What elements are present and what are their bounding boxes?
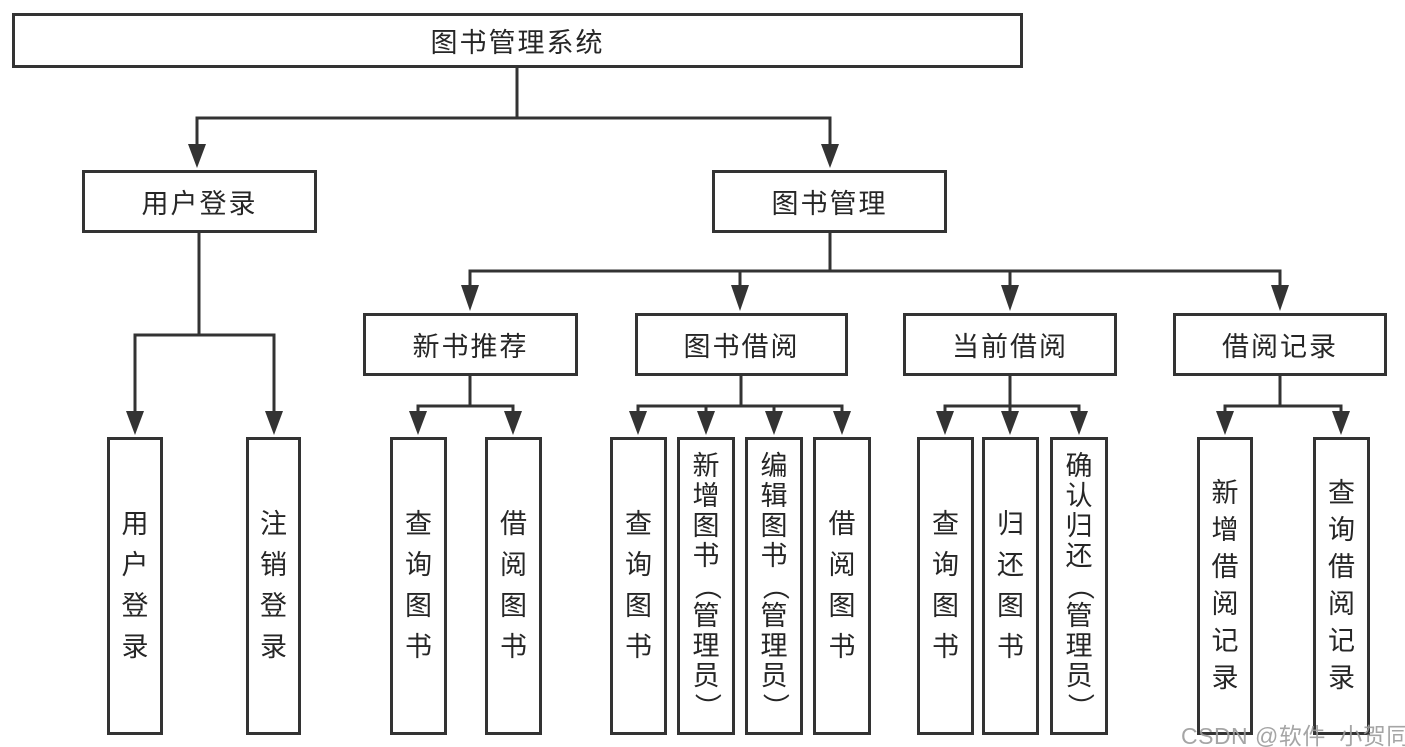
arrowhead-book-borrow bbox=[731, 285, 749, 311]
leaf-cb-return-book: 归还图书 bbox=[982, 437, 1039, 735]
arrowhead-user-login bbox=[188, 144, 206, 168]
arrowhead-br-add bbox=[1216, 411, 1234, 435]
watermark-text: CSDN @软件_小贺同学 bbox=[1181, 723, 1405, 747]
connector-borrow-records-branch bbox=[1223, 376, 1343, 415]
arrowhead-book-management bbox=[821, 144, 839, 168]
arrowhead-borrow-records bbox=[1271, 285, 1289, 311]
leaf-logout-label: 注销登录 bbox=[260, 509, 287, 662]
node-book-borrow-label: 图书借阅 bbox=[683, 332, 800, 362]
node-user-login-label: 用户登录 bbox=[141, 189, 258, 219]
leaf-nb-query-books-label: 查询图书 bbox=[405, 509, 432, 662]
arrowhead-bb-query bbox=[629, 411, 647, 435]
leaf-br-add-record: 新增借阅记录 bbox=[1197, 437, 1253, 735]
node-root-label: 图书管理系统 bbox=[430, 28, 605, 58]
leaf-cb-query-books-label: 查询图书 bbox=[932, 509, 959, 662]
arrowhead-bb-edit bbox=[765, 411, 783, 435]
leaf-br-add-record-label: 新增借阅记录 bbox=[1211, 478, 1239, 693]
node-borrow-records: 借阅记录 bbox=[1173, 313, 1387, 376]
leaf-bb-borrow-books-label: 借阅图书 bbox=[828, 509, 856, 662]
node-user-login: 用户登录 bbox=[82, 170, 317, 233]
leaf-bb-borrow-books: 借阅图书 bbox=[813, 437, 871, 735]
node-new-book-recommend: 新书推荐 bbox=[363, 313, 578, 376]
connector-book-borrow-branch bbox=[636, 376, 844, 415]
leaf-cb-query-books: 查询图书 bbox=[917, 437, 974, 735]
node-new-book-recommend-label: 新书推荐 bbox=[412, 332, 529, 362]
node-current-borrow: 当前借阅 bbox=[903, 313, 1117, 376]
node-book-management: 图书管理 bbox=[712, 170, 947, 233]
leaf-bb-query-books-label: 查询图书 bbox=[625, 509, 652, 662]
arrowhead-leaf-logout bbox=[265, 411, 283, 435]
leaf-br-query-record-label: 查询借阅记录 bbox=[1328, 478, 1355, 693]
leaf-bb-add-book-admin-label: 新增图书（管理员） bbox=[691, 450, 722, 720]
connector-new-book-branch bbox=[416, 376, 515, 415]
node-borrow-records-label: 借阅记录 bbox=[1222, 332, 1338, 362]
leaf-cb-confirm-return-admin-label: 确认归还（管理员） bbox=[1064, 450, 1095, 720]
arrowhead-nb-query bbox=[409, 411, 427, 435]
node-book-management-label: 图书管理 bbox=[771, 189, 888, 219]
leaf-user-login-label: 用户登录 bbox=[121, 509, 149, 662]
arrowhead-bb-borrow bbox=[833, 411, 851, 435]
leaf-br-query-record: 查询借阅记录 bbox=[1313, 437, 1370, 735]
leaf-bb-edit-book-admin: 编辑图书（管理员） bbox=[745, 437, 803, 735]
leaf-nb-borrow-books: 借阅图书 bbox=[485, 437, 542, 735]
leaf-bb-add-book-admin: 新增图书（管理员） bbox=[677, 437, 735, 735]
connector-current-borrow-branch bbox=[943, 376, 1081, 415]
connector-root-branch bbox=[195, 68, 832, 148]
leaf-bb-query-books: 查询图书 bbox=[610, 437, 667, 735]
arrowhead-cb-query bbox=[936, 411, 954, 435]
leaf-nb-query-books: 查询图书 bbox=[390, 437, 447, 735]
leaf-bb-edit-book-admin-label: 编辑图书（管理员） bbox=[759, 450, 790, 720]
arrowhead-cb-return bbox=[1001, 411, 1019, 435]
connector-user-login-branch bbox=[133, 233, 276, 415]
leaf-cb-confirm-return-admin: 确认归还（管理员） bbox=[1050, 437, 1108, 735]
node-current-borrow-label: 当前借阅 bbox=[952, 332, 1068, 362]
node-root: 图书管理系统 bbox=[12, 13, 1023, 68]
arrowhead-bb-add bbox=[697, 411, 715, 435]
arrowhead-nb-borrow bbox=[504, 411, 522, 435]
arrowhead-br-query bbox=[1332, 411, 1350, 435]
arrowhead-new-book bbox=[461, 285, 479, 311]
arrowhead-leaf-user-login bbox=[126, 411, 144, 435]
connector-book-management-branch bbox=[468, 233, 1282, 289]
leaf-cb-return-book-label: 归还图书 bbox=[997, 509, 1024, 662]
arrowhead-current-borrow bbox=[1001, 285, 1019, 311]
leaf-nb-borrow-books-label: 借阅图书 bbox=[500, 509, 527, 662]
leaf-user-login: 用户登录 bbox=[107, 437, 163, 735]
leaf-logout: 注销登录 bbox=[246, 437, 301, 735]
node-book-borrow: 图书借阅 bbox=[635, 313, 848, 376]
arrowhead-cb-confirm bbox=[1070, 411, 1088, 435]
